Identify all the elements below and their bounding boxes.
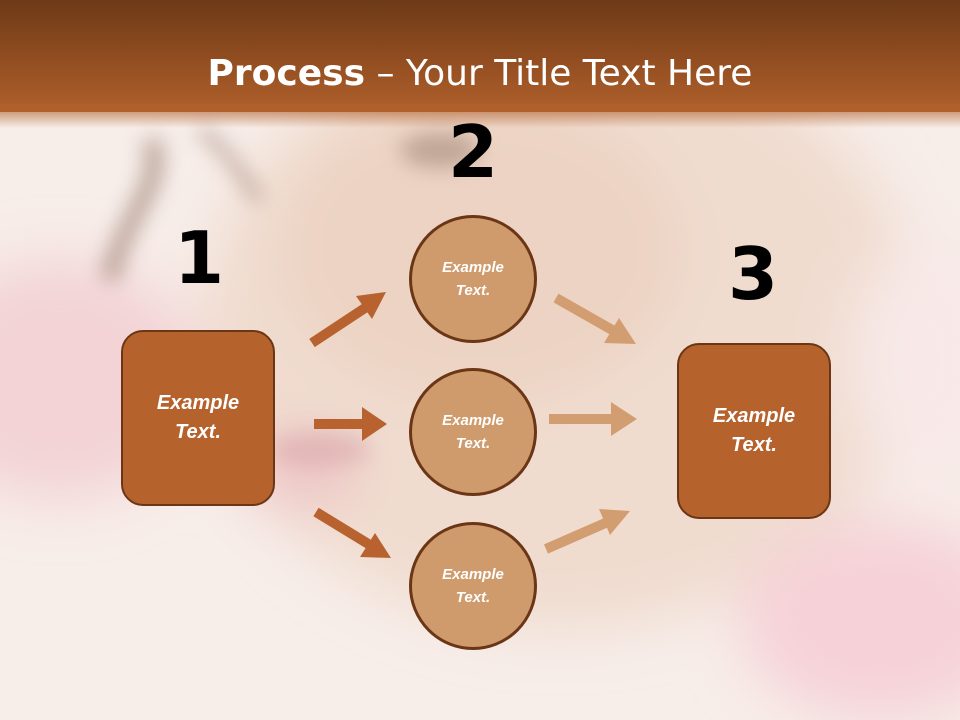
process-circle-middle-text: Example Text.: [442, 412, 504, 452]
process-box-right[interactable]: Example Text.: [677, 343, 831, 519]
process-circle-top[interactable]: Example Text.: [409, 215, 537, 343]
arrow-from-middle-circle: [549, 402, 637, 436]
process-box-left[interactable]: Example Text.: [121, 330, 275, 506]
process-circle-top-text: Example Text.: [442, 259, 504, 299]
arrow-to-middle-circle: [314, 407, 387, 441]
slide-title[interactable]: Process – Your Title Text Here: [0, 52, 960, 96]
arrows-left-group: [309, 292, 391, 558]
arrow-to-bottom-circle: [313, 507, 391, 558]
process-circle-middle[interactable]: Example Text.: [409, 368, 537, 496]
step-number-2: 2: [447, 110, 499, 194]
process-box-right-text: Example Text.: [712, 405, 796, 456]
title-bar-fade: [0, 104, 960, 128]
title-rest: – Your Title Text Here: [365, 53, 753, 94]
process-box-left-text: Example Text.: [156, 392, 240, 443]
process-circle-bottom-text: Example Text.: [442, 566, 504, 606]
title-bar: [0, 0, 960, 112]
process-circle-bottom[interactable]: Example Text.: [409, 522, 537, 650]
arrows-right-group: [543, 293, 637, 554]
arrow-from-bottom-circle: [543, 509, 630, 554]
arrow-to-top-circle: [309, 292, 386, 348]
step-number-3: 3: [727, 232, 779, 316]
step-number-1: 1: [173, 216, 225, 300]
title-bold: Process: [207, 53, 366, 94]
arrow-from-top-circle: [553, 293, 636, 344]
